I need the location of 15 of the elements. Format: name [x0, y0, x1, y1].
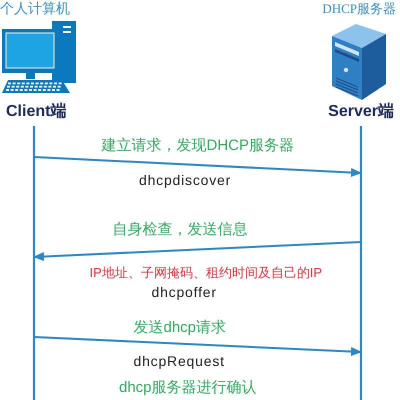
message-note: IP地址、子网掩码、租约时间及自己的IP: [90, 266, 322, 281]
message-description: 建立请求，发现DHCP服务器: [102, 137, 294, 154]
participant-name: Server端: [328, 103, 394, 122]
message-description: 发送dhcp请求: [134, 319, 226, 336]
message-name: dhcpdiscover: [139, 172, 232, 188]
device-caption: 个人计算机: [0, 0, 70, 16]
message-description: 自身检查，发送信息: [112, 221, 248, 238]
message-arrow: [33, 241, 362, 262]
message-name: dhcpoffer: [152, 284, 217, 300]
message-arrow: [34, 156, 362, 177]
participant-name: Client端: [6, 103, 66, 122]
device-caption: DHCP服务器: [322, 2, 396, 17]
message-arrow: [34, 336, 362, 356]
message-description: dhcp服务器进行确认: [119, 379, 257, 396]
message-name: dhcpRequest: [134, 353, 225, 370]
